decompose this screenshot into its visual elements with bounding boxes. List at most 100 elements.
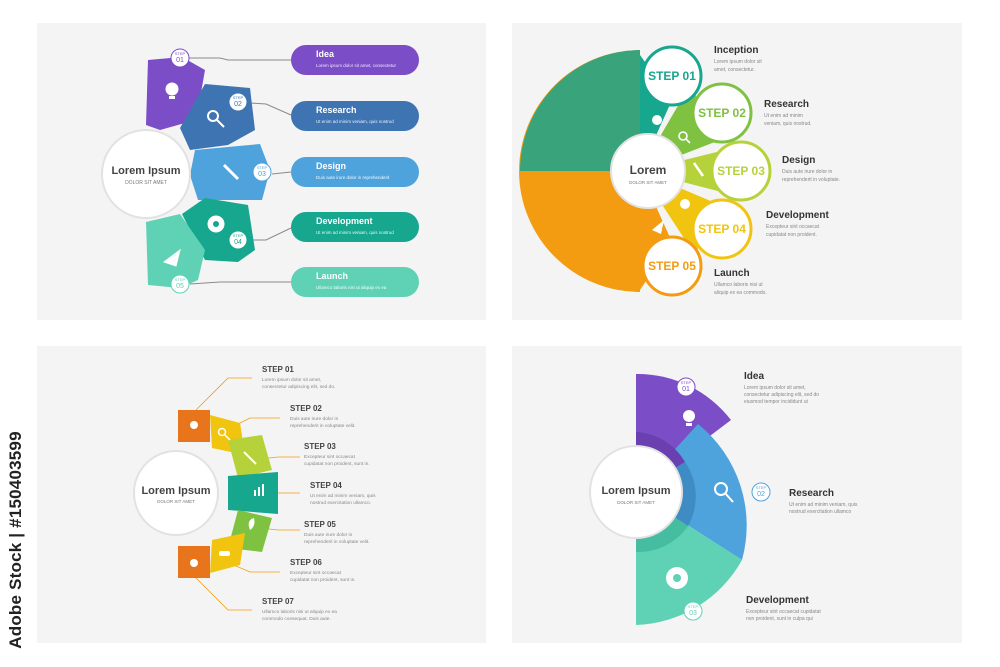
svg-text:STEP 01: STEP 01 [262, 365, 294, 374]
svg-text:eiusmod tempor incididunt ut: eiusmod tempor incididunt ut [744, 399, 809, 405]
plant-icon [248, 518, 255, 530]
stock-id-watermark: Adobe Stock | #150403599 [6, 431, 25, 649]
svg-text:STEP: STEP [257, 165, 268, 170]
svg-text:Lorem: Lorem [630, 163, 667, 177]
half-disc-background [519, 50, 640, 292]
svg-text:consectetur adipiscing elit, s: consectetur adipiscing elit, sed do [744, 392, 819, 398]
svg-text:STEP 06: STEP 06 [290, 558, 322, 567]
svg-text:Ullamco laboris nisi ut aliqui: Ullamco laboris nisi ut aliquip ex ea [316, 285, 387, 290]
lightbulb-icon [190, 421, 198, 429]
step-01-pill: Idea Lorem ipsum dolor sit amet, consect… [291, 45, 419, 75]
gear-icon [207, 215, 225, 233]
step-03-pill: Design Duis aute irure dolor in reprehen… [291, 157, 419, 187]
svg-text:Launch: Launch [316, 271, 348, 281]
svg-text:STEP 03: STEP 03 [717, 164, 765, 178]
svg-text:aliquip ex ea commodo.: aliquip ex ea commodo. [714, 290, 767, 296]
svg-text:Ullamco laboris nisi ut: Ullamco laboris nisi ut [714, 282, 763, 288]
svg-text:cupidatat non proident, sunt i: cupidatat non proident, sunt in. [304, 461, 370, 467]
svg-text:STEP 02: STEP 02 [290, 404, 322, 413]
step-05-text: STEP 05 Duis aute irure dolor in reprehe… [304, 520, 370, 545]
svg-text:Ullamco laboris nisi ut aliqui: Ullamco laboris nisi ut aliquip ex ea [262, 609, 337, 615]
step-05-pill: Launch Ullamco laboris nisi ut aliquip e… [291, 267, 419, 297]
svg-text:cupidatat non proident, sunt i: cupidatat non proident, sunt in. [290, 577, 356, 583]
infographic-panel-2: STEP 01 STEP 02 STEP 03 STEP 04 STEP 05 … [512, 23, 962, 320]
svg-text:Lorem ipsum dolor sit: Lorem ipsum dolor sit [714, 59, 762, 65]
magnifier-icon [678, 131, 691, 144]
svg-text:consectetur adipiscing elit, s: consectetur adipiscing elit, sed do. [262, 384, 335, 390]
svg-text:Design: Design [782, 155, 815, 166]
step-badge-01: STEP 01 [676, 377, 696, 397]
svg-text:Duis aute irure dolor in: Duis aute irure dolor in [304, 532, 353, 538]
pencil-icon [692, 162, 705, 177]
svg-text:STEP 05: STEP 05 [304, 520, 336, 529]
step-badge-03: STEP 03 [252, 162, 272, 182]
svg-text:Ut enim ad minim veniam, quis: Ut enim ad minim veniam, quis [789, 502, 858, 508]
svg-text:non proident, sunt in culpa qu: non proident, sunt in culpa qui [746, 616, 813, 622]
svg-text:Launch: Launch [714, 268, 750, 279]
magnifier-icon [207, 110, 225, 128]
lightbulb-icon [652, 115, 662, 125]
svg-text:05: 05 [176, 283, 184, 290]
svg-text:STEP 05: STEP 05 [648, 259, 696, 273]
step-04-text: Development Excepteur sint occaecat cupi… [766, 210, 829, 238]
svg-text:Duis aute irure dolor in: Duis aute irure dolor in [782, 169, 833, 175]
svg-text:DOLOR SIT AMET: DOLOR SIT AMET [629, 180, 667, 185]
step-01-text: Inception Lorem ipsum dolor sit amet, co… [714, 45, 762, 73]
step-07-text: STEP 07 Ullamco laboris nisi ut aliquip … [262, 597, 337, 622]
svg-text:Excepteur sint occaecat: Excepteur sint occaecat [304, 454, 356, 460]
svg-text:Duis aute irure dolor in: Duis aute irure dolor in [290, 416, 339, 422]
svg-text:STEP 02: STEP 02 [698, 106, 746, 120]
svg-text:Design: Design [316, 161, 346, 171]
center-circle: Lorem Ipsum DOLOR SIT AMET [589, 445, 683, 539]
infographic-panel-3: Lorem Ipsum DOLOR SIT AMET STEP 01 Lorem… [37, 346, 486, 643]
svg-text:Ut enim ad minim veniam, quis: Ut enim ad minim veniam, quis [310, 493, 376, 499]
svg-text:Lorem Ipsum: Lorem Ipsum [141, 485, 210, 497]
pencil-icon [243, 451, 257, 465]
svg-text:Excepteur sint occaecat cupida: Excepteur sint occaecat cupidatat [746, 609, 821, 615]
svg-text:Lorem ipsum dolor sit amet, co: Lorem ipsum dolor sit amet, consectetur [316, 63, 397, 68]
handshake-icon [219, 551, 230, 556]
svg-text:03: 03 [258, 171, 266, 178]
svg-text:STEP 01: STEP 01 [648, 69, 696, 83]
svg-text:Duis aute irure dolor in repre: Duis aute irure dolor in reprehenderit [316, 175, 390, 180]
svg-text:02: 02 [757, 491, 765, 498]
svg-text:Research: Research [316, 105, 357, 115]
step-05-text: Launch Ullamco laboris nisi ut aliquip e… [714, 268, 767, 296]
target-icon [190, 559, 198, 567]
svg-text:02: 02 [234, 101, 242, 108]
step-badge-04: STEP 04 [228, 230, 248, 250]
svg-text:Development: Development [766, 210, 829, 221]
svg-text:Excepteur sint occaecat: Excepteur sint occaecat [290, 570, 342, 576]
svg-text:DOLOR SIT AMET: DOLOR SIT AMET [125, 180, 167, 186]
svg-text:01: 01 [176, 57, 184, 64]
svg-text:04: 04 [234, 239, 242, 246]
svg-text:Ut enim ad minim: Ut enim ad minim [764, 113, 803, 119]
svg-text:reprehenderit in voluptate vel: reprehenderit in voluptate velit. [304, 539, 370, 545]
svg-text:nostrud exercitation ullamco: nostrud exercitation ullamco [789, 509, 851, 515]
svg-text:STEP: STEP [681, 380, 692, 385]
svg-text:Development: Development [316, 216, 373, 226]
svg-text:03: 03 [689, 610, 697, 617]
bar-chart-icon [254, 484, 264, 496]
step-04-pill: Development Ut enim ad minim veniam, qui… [291, 212, 419, 242]
svg-text:Ut enim ad minim veniam, quis: Ut enim ad minim veniam, quis nostrud [316, 119, 394, 124]
center-circle: Lorem Ipsum DOLOR SIT AMET [133, 450, 219, 536]
gear-icon [680, 199, 690, 209]
svg-text:DOLOR SIT AMET: DOLOR SIT AMET [157, 499, 195, 504]
svg-text:Research: Research [789, 488, 834, 499]
pencil-icon [222, 163, 240, 181]
infographic-panel-1: STEP 01 STEP 02 STEP 03 STEP 04 STEP 05 … [37, 23, 486, 320]
svg-text:reprehenderit in voluptate vel: reprehenderit in voluptate velit. [290, 423, 356, 429]
svg-text:cupidatat non proident.: cupidatat non proident. [766, 232, 817, 238]
step-02-text: STEP 02 Duis aute irure dolor in reprehe… [290, 404, 356, 429]
step-circle-01: STEP 01 [641, 45, 703, 107]
svg-text:Lorem Ipsum: Lorem Ipsum [111, 165, 180, 177]
lightbulb-icon [165, 82, 179, 96]
svg-text:Lorem Ipsum: Lorem Ipsum [601, 485, 670, 497]
magnifier-icon [217, 427, 231, 441]
svg-text:STEP: STEP [233, 95, 244, 100]
gear-icon [666, 567, 688, 589]
segment-04 [228, 472, 278, 514]
lightbulb-icon [683, 410, 695, 422]
svg-text:DOLOR SIT AMET: DOLOR SIT AMET [617, 500, 655, 505]
